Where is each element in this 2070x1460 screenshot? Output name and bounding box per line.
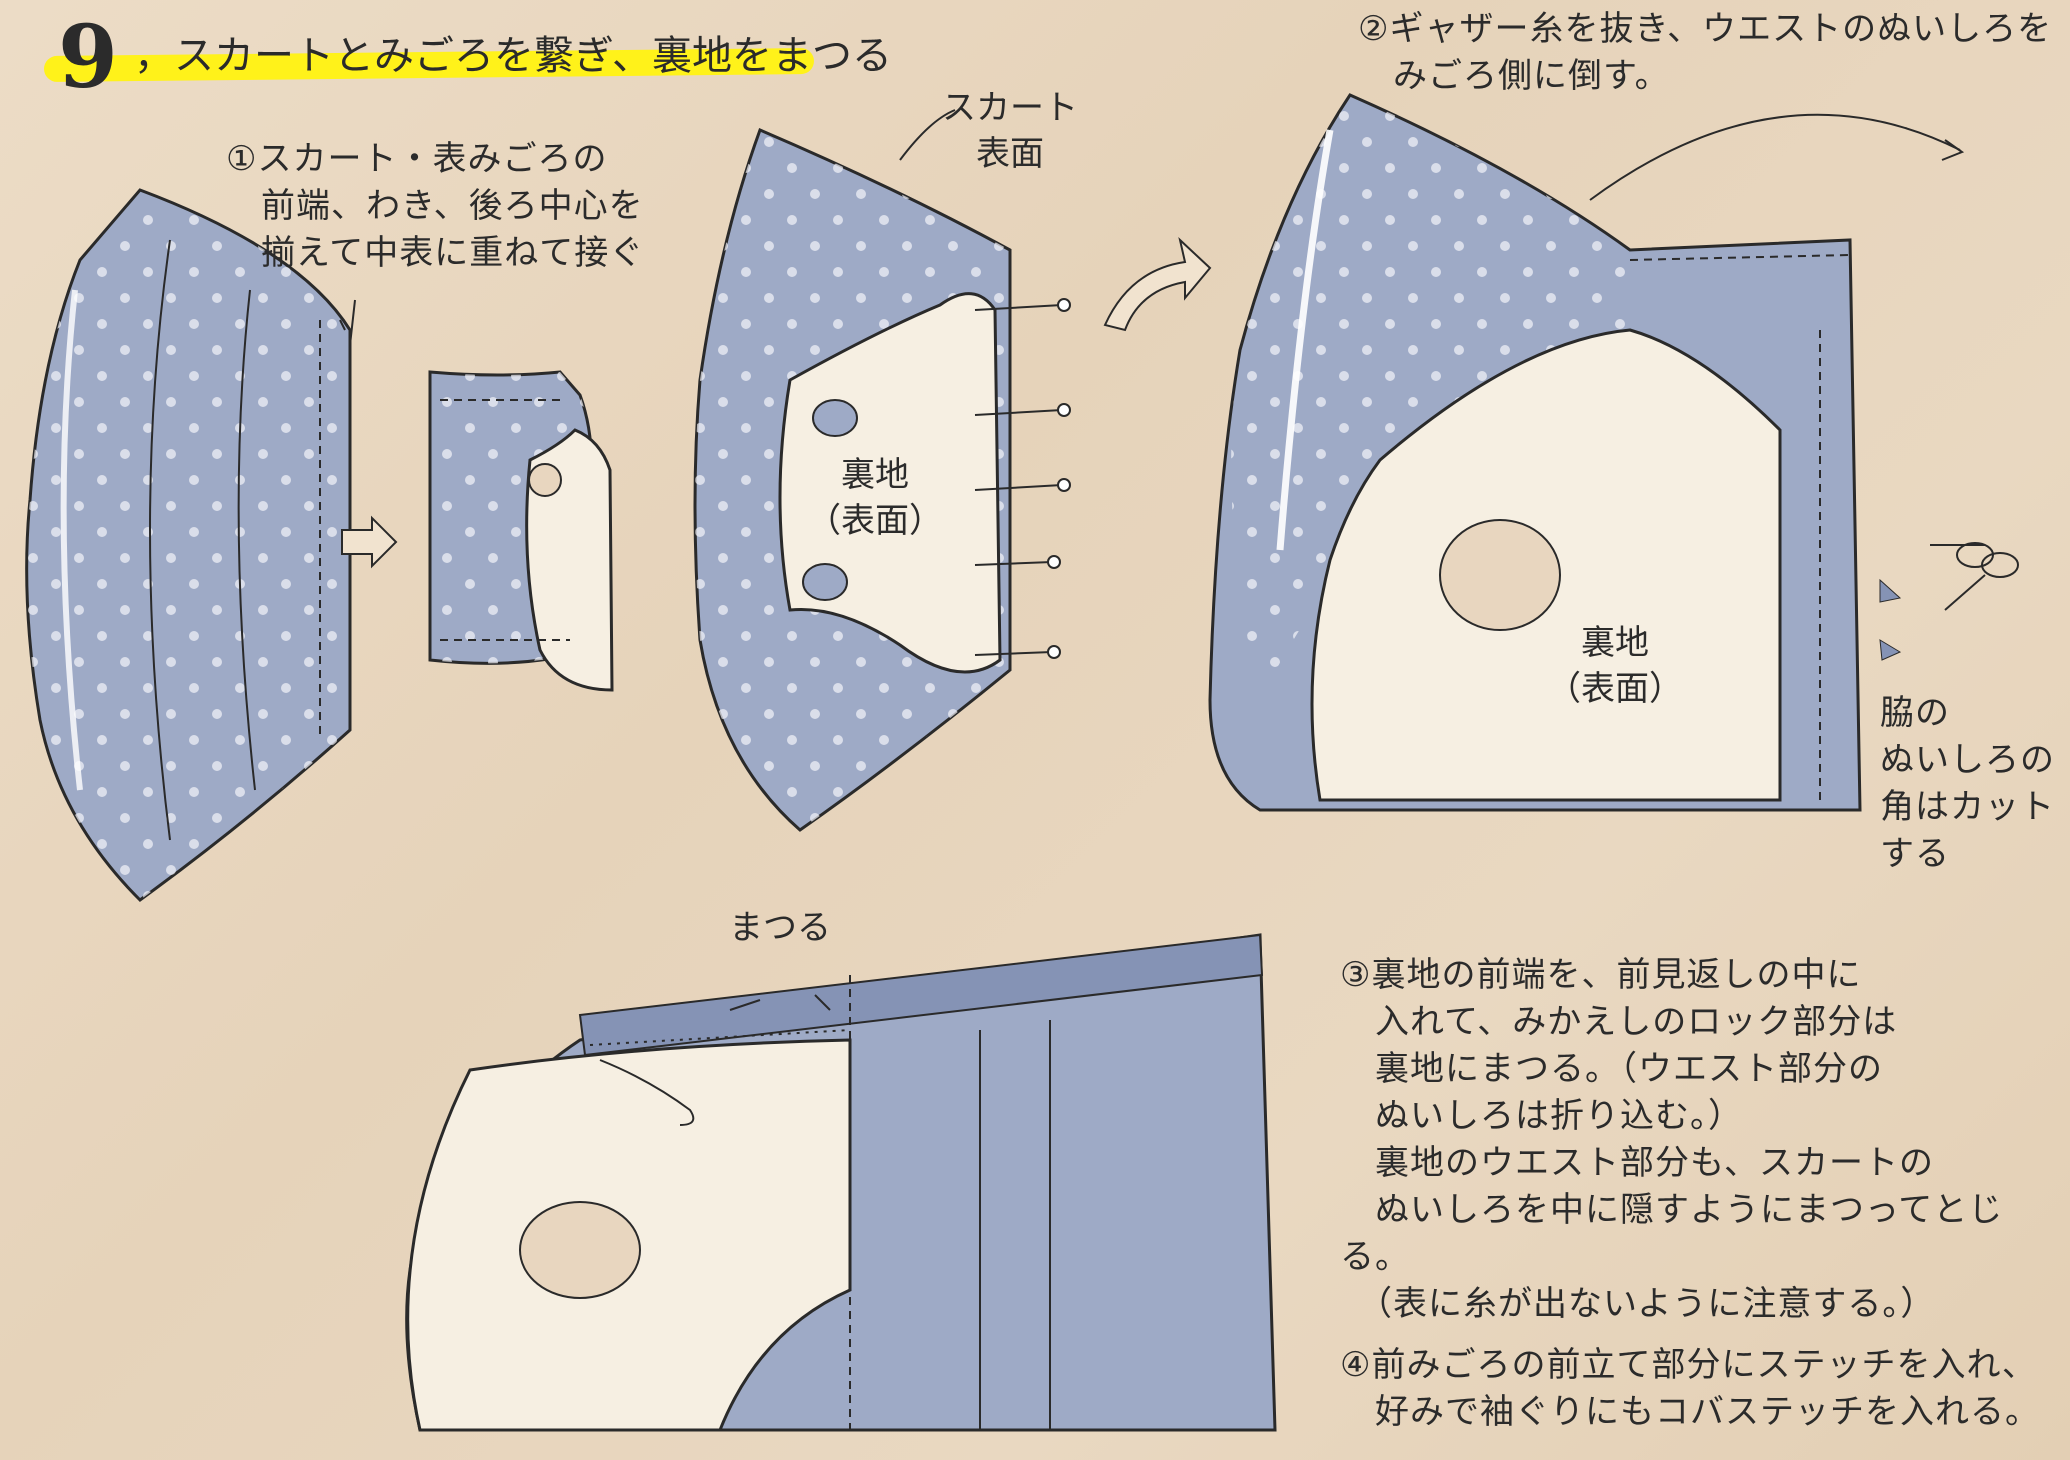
step-title: ，スカートとみごろを繋ぎ、裏地をまつる: [134, 33, 892, 79]
figure-folded-seam: [1208, 93, 1965, 812]
cut-corner-mark-icon: [1879, 578, 1902, 661]
figure-skirt-piece: [25, 188, 356, 902]
step3-text: ③裏地の前端を、前見返しの中に 入れて、みかえしのロック部分は 裏地にまつる。（…: [1340, 955, 2004, 1324]
scissors-icon: [1930, 542, 2019, 611]
side-seam-note: 脇の ぬいしろの 角はカット する: [1880, 693, 2055, 874]
figure-slipstitch: [405, 933, 1277, 1432]
lining-outer-label-1: 裏地 （表面）: [807, 455, 943, 541]
step1-text: ①スカート・表みごろの 前端、わき、後ろ中心を 揃えて中表に重ねて接ぐ: [226, 139, 645, 273]
lining-outer-label-2: 裏地 （表面）: [1547, 623, 1683, 709]
skirt-outer-label: スカート 表面: [942, 88, 1078, 174]
right-arrow-icon: [341, 515, 398, 569]
figure-bodice: [428, 370, 614, 692]
hem-stitch-label: まつる: [729, 908, 831, 948]
step4-text: ④前みごろの前立て部分にステッチを入れ、 好みで袖ぐりにもコバステッチを入れる。: [1340, 1345, 2040, 1432]
curved-arrow-icon: [1103, 237, 1212, 332]
step2-text: ②ギャザー糸を抜き、ウエストのぬいしろを みごろ側に倒す。: [1358, 9, 2053, 96]
figure-pinned-assembly: [693, 109, 1071, 832]
step-number: 9: [58, 7, 118, 108]
